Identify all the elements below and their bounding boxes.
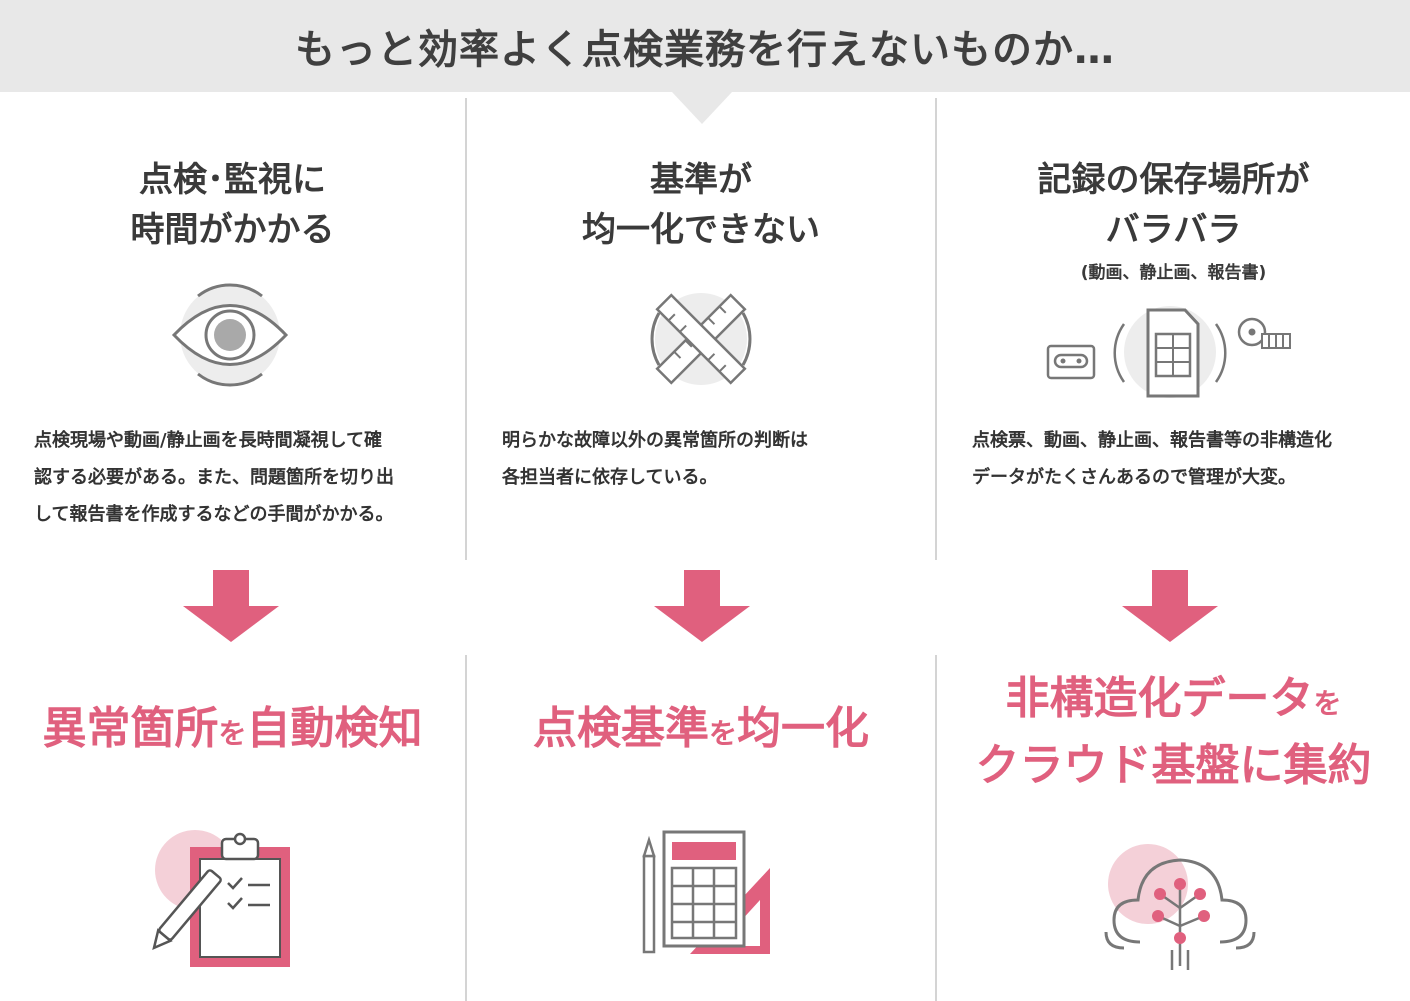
problem-title-line: 時間がかかる: [130, 210, 335, 250]
solution-title-standardize: 点検基準を均一化: [467, 698, 935, 765]
solution-title-main: 点検基準: [532, 703, 709, 754]
divider-2-bottom: [935, 655, 937, 1001]
problem-title-standard: 基準が 均一化できない: [467, 155, 935, 255]
problem-title-line: 記録の保存場所が: [1037, 160, 1310, 200]
problem-description: 点検票、動画、静止画、報告書等の非構造化 データがたくさんあるので管理が大変。: [972, 422, 1392, 496]
problem-title-time: 点検･監視に 時間がかかる: [0, 155, 465, 255]
solution-title-line: 非構造化データを: [937, 668, 1410, 735]
problem-title-line: 均一化できない: [582, 210, 820, 250]
disc-icon: [1237, 317, 1291, 349]
solution-title-end: 均一化: [737, 703, 869, 754]
solution-title-particle: を: [1313, 687, 1342, 720]
eye-icon: [171, 283, 289, 387]
description-line: 認する必要がある。また、問題箇所を切り出: [34, 467, 394, 488]
down-arrow-icon: [1122, 570, 1218, 642]
description-line: して報告書を作成するなどの手間がかかる。: [34, 504, 394, 525]
description-line: 点検票、動画、静止画、報告書等の非構造化: [972, 430, 1332, 451]
crossed-rulers-icon: [650, 293, 752, 385]
problem-description: 明らかな故障以外の異常箇所の判断は 各担当者に依存している。: [502, 422, 922, 496]
banner-title: もっと効率よく点検業務を行えないものか…: [295, 27, 1115, 73]
description-line: データがたくさんあるので管理が大変。: [972, 467, 1296, 488]
solution-title-auto-detect: 異常箇所を自動検知: [0, 698, 465, 765]
problem-title-line: 点検･監視に: [139, 160, 326, 200]
solution-title-particle: を: [708, 717, 737, 750]
solution-title-line: クラウド基盤に集約: [975, 740, 1372, 791]
storage-media-icon: [1046, 306, 1291, 398]
problem-description: 点検現場や動画/静止画を長時間凝視して確 認する必要がある。また、問題箇所を切り…: [34, 422, 454, 533]
calculator-ruler-icon: [642, 830, 770, 954]
problem-title-line: 基準が: [650, 160, 752, 200]
description-line: 各担当者に依存している。: [502, 467, 718, 488]
cloud-network-icon: [1104, 844, 1256, 970]
down-arrow-icon: [654, 570, 750, 642]
solution-title-main: 非構造化データ: [1005, 673, 1314, 724]
divider-2-top: [935, 98, 937, 560]
solution-title-particle: を: [218, 717, 247, 750]
clipboard-icon: [152, 830, 290, 967]
cassette-icon: [1046, 344, 1096, 380]
banner-pointer: [672, 92, 732, 124]
problem-title-storage: 記録の保存場所が バラバラ: [937, 155, 1410, 255]
solution-title-end: 自動検知: [246, 703, 423, 754]
down-arrow-icon: [183, 570, 279, 642]
top-banner: [0, 0, 1410, 92]
problem-title-line: バラバラ: [1105, 210, 1242, 250]
solution-title-cloud: 非構造化データを クラウド基盤に集約: [937, 668, 1410, 797]
solution-title-main: 異常箇所: [42, 703, 219, 754]
divider-1-top: [465, 98, 467, 560]
problem-note: (動画、静止画、報告書): [1080, 263, 1267, 283]
description-line: 明らかな故障以外の異常箇所の判断は: [502, 430, 808, 451]
description-line: 点検現場や動画/静止画を長時間凝視して確: [34, 430, 383, 451]
divider-1-bottom: [465, 655, 467, 1001]
